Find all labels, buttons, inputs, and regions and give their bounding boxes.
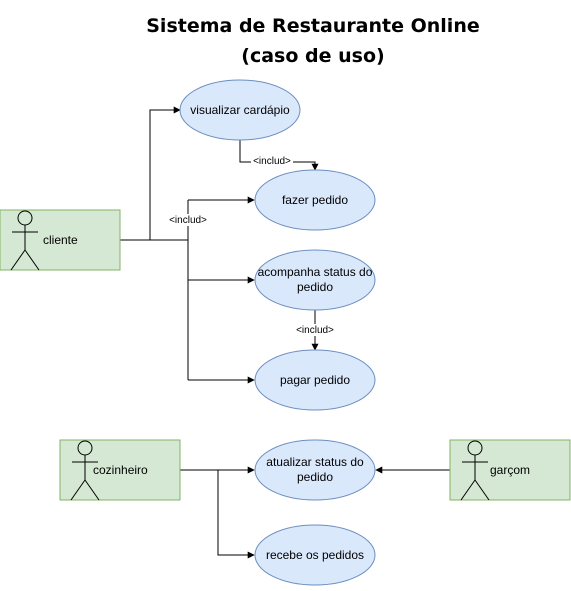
- use-case-label: fazer pedido: [282, 193, 348, 207]
- use-case-label-line1: acompanha status do: [258, 265, 373, 279]
- actor-garcom[interactable]: garçom: [449, 439, 571, 501]
- include-label-bg-3: [293, 324, 337, 336]
- include-label-bg-1: [251, 155, 293, 167]
- stick-figure-icon: [460, 440, 490, 501]
- actor-label: cozinheiro: [93, 463, 148, 477]
- actor-cozinheiro[interactable]: cozinheiro: [59, 439, 181, 501]
- use-case-pagar-pedido[interactable]: pagar pedido: [254, 349, 376, 411]
- use-case-recebe-pedidos[interactable]: recebe os pedidos: [254, 524, 376, 586]
- use-case-acompanha-status[interactable]: acompanha status do pedido: [254, 249, 376, 311]
- use-case-label-line2: pedido: [297, 280, 333, 294]
- use-case-visualizar-cardapio[interactable]: visualizar cardápio: [179, 79, 301, 141]
- stick-figure-icon: [10, 210, 40, 271]
- actor-label: cliente: [43, 233, 78, 247]
- stick-figure-icon: [70, 440, 100, 501]
- include-label-2: <includ>: [169, 215, 207, 226]
- use-case-fazer-pedido[interactable]: fazer pedido: [254, 169, 376, 231]
- use-case-label: pagar pedido: [280, 373, 350, 387]
- connectors: [120, 106, 450, 559]
- actor-cliente[interactable]: cliente: [0, 209, 121, 271]
- include-label-1: <includ>: [253, 156, 291, 167]
- diagram-title-line2: (caso de uso): [241, 45, 384, 67]
- include-label-bg-2: [166, 214, 210, 226]
- use-case-label-line2: pedido: [297, 470, 333, 484]
- use-case-atualizar-status[interactable]: atualizar status do pedido: [254, 439, 376, 501]
- use-case-label-line1: atualizar status do: [266, 455, 364, 469]
- actor-label: garçom: [490, 463, 530, 477]
- edge-cozinheiro-recebe: [217, 470, 255, 559]
- use-case-label: visualizar cardápio: [190, 103, 290, 117]
- use-case-label: recebe os pedidos: [266, 548, 364, 562]
- diagram-title-line1: Sistema de Restaurante Online: [146, 15, 479, 37]
- include-label-3: <includ>: [296, 325, 334, 336]
